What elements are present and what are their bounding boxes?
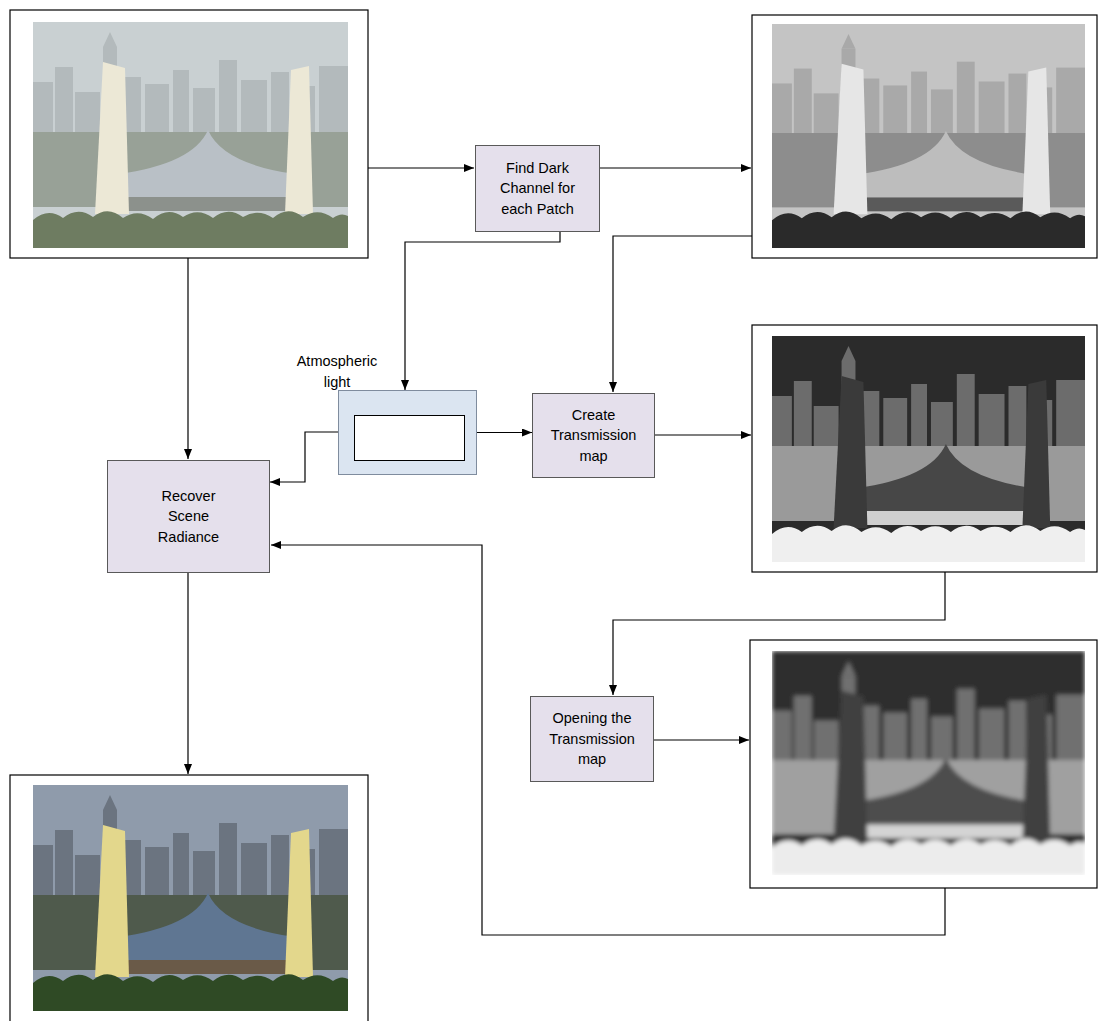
image-frames [10,10,1097,1021]
hazy-photo [33,22,348,248]
flow-arrow [600,167,751,168]
box-label: Create Transmission map [541,405,647,467]
flow-arrow [613,236,752,392]
text-stack: Opening the Transmission map [539,708,645,770]
text-stack: Recover Scene Radiance [153,486,225,548]
image-frame [750,640,1097,888]
atmospheric-light-box: Atmospheric light [338,390,477,475]
opened-map-photo [772,651,1085,875]
image-frame [752,15,1097,258]
process-box: Create Transmission map [532,393,655,478]
image-frame [752,325,1097,572]
flow-arrow [187,258,188,459]
box-label: Recover Scene Radiance [153,486,225,548]
flow-arrow [270,432,338,482]
flow-arrow [405,232,560,390]
image-frame [10,10,368,258]
flow-arrow [271,545,945,935]
flow-arrow [654,739,749,740]
process-box: Opening the Transmission map [530,696,654,782]
dark-channel-photo [772,24,1085,248]
flow-arrow [477,432,532,433]
text-stack: Find Dark Channel for each Patch [490,158,586,220]
transmission-map-photo [772,336,1085,562]
flow-arrow [368,167,474,168]
box-label: Opening the Transmission map [539,708,645,770]
dehazed-photo [33,785,348,1011]
inner-frame [354,415,465,461]
text-stack: Create Transmission map [541,405,647,467]
flow-arrow [187,573,188,774]
image-frame [10,775,368,1021]
process-box: Find Dark Channel for each Patch [475,145,600,232]
node-heading: Atmospheric light [291,351,383,392]
flow-arrow [655,434,751,435]
box-label: Find Dark Channel for each Patch [490,158,586,220]
process-box: Recover Scene Radiance [107,460,270,573]
flow-arrow [613,572,945,695]
image-connectors [188,168,945,935]
